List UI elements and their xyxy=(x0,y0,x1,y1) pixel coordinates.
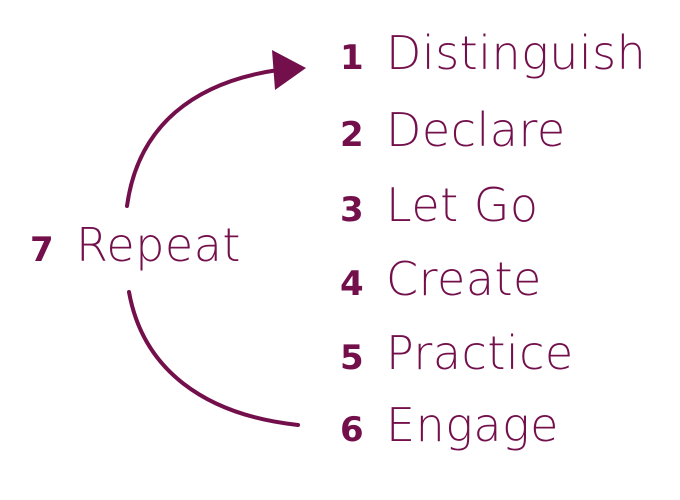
step-number: 2 xyxy=(340,115,364,155)
step-label: Let Go xyxy=(386,178,539,232)
step-label: Repeat xyxy=(76,218,241,272)
step-number: 3 xyxy=(340,190,364,230)
step-repeat: 7 Repeat xyxy=(30,218,241,272)
step-create: 4 Create xyxy=(340,252,542,306)
step-declare: 2 Declare xyxy=(340,103,566,157)
step-label: Engage xyxy=(386,398,559,452)
step-number: 1 xyxy=(340,38,364,78)
lower-arc xyxy=(127,290,300,427)
step-number: 7 xyxy=(30,230,54,270)
step-label: Declare xyxy=(386,103,566,157)
step-label: Practice xyxy=(386,326,574,380)
step-practice: 5 Practice xyxy=(340,326,574,380)
step-label: Create xyxy=(386,252,542,306)
step-let-go: 3 Let Go xyxy=(340,178,539,232)
step-distinguish: 1 Distinguish xyxy=(340,26,646,80)
step-number: 4 xyxy=(340,264,364,304)
upper-arc xyxy=(125,68,280,208)
arrowhead xyxy=(272,50,306,90)
step-engage: 6 Engage xyxy=(340,398,559,452)
step-label: Distinguish xyxy=(386,26,647,80)
step-number: 5 xyxy=(340,338,364,378)
step-number: 6 xyxy=(340,410,364,450)
